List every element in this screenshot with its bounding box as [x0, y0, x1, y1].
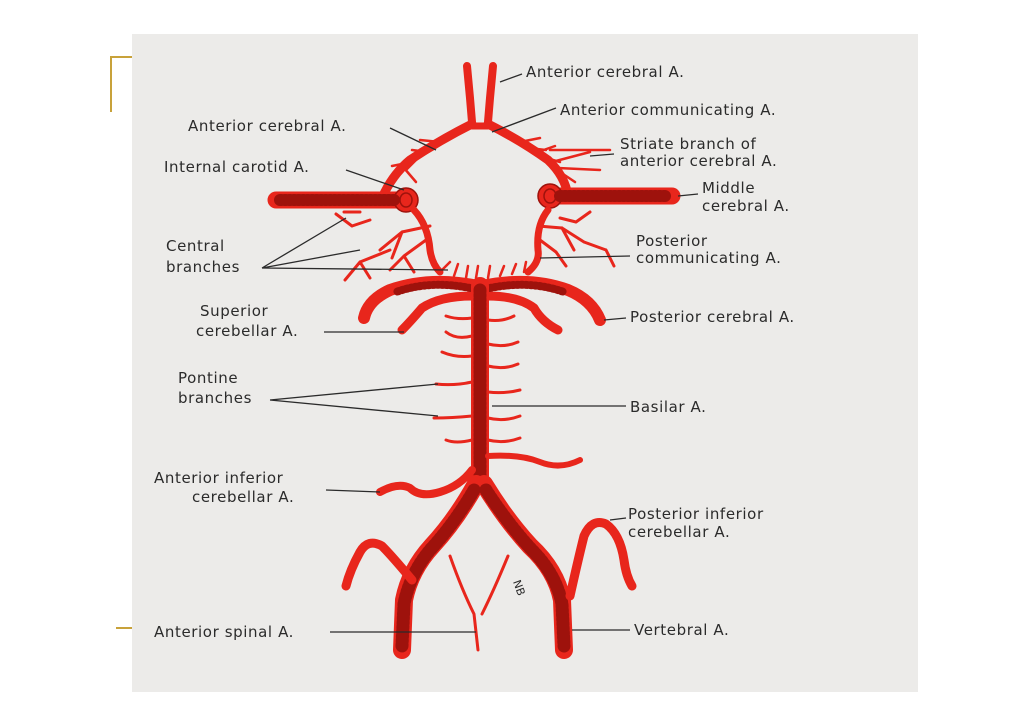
- label-superior-cerebellar-line2: cerebellar A.: [196, 322, 298, 340]
- labels: Anterior cerebral A. Anterior communicat…: [154, 63, 795, 641]
- label-striate-branch-line1: Striate branch of: [620, 135, 756, 153]
- label-superior-cerebellar-line1: Superior: [200, 302, 268, 320]
- pontine-branch-lower-right: [485, 452, 583, 469]
- label-posterior-cerebral: Posterior cerebral A.: [630, 308, 795, 326]
- leader-internal-carotid: [345, 169, 405, 191]
- leader-posterior-inferior-cerebellar: [609, 517, 627, 521]
- slide-accent-horizontal: [110, 56, 132, 58]
- slide-accent-vertical: [110, 56, 112, 112]
- label-pontine-branches-line1: Pontine: [178, 369, 238, 387]
- pontine-branches-left: [432, 314, 474, 444]
- striate-branches-right: [518, 136, 612, 184]
- vertebral-texture: [395, 483, 571, 653]
- label-anterior-cerebral-left: Anterior cerebral A.: [188, 117, 346, 135]
- leader-anterior-cerebral-top: [499, 73, 523, 83]
- label-striate-branch-line2: anterior cerebral A.: [620, 152, 777, 170]
- leader-posterior-cerebral: [603, 317, 627, 321]
- label-internal-carotid: Internal carotid A.: [164, 158, 310, 176]
- leader-pontine-branches: [269, 383, 439, 417]
- label-basilar: Basilar A.: [630, 398, 707, 416]
- label-anterior-cerebral-top: Anterior cerebral A.: [526, 63, 684, 81]
- label-anterior-inferior-cerebellar-line2: cerebellar A.: [192, 488, 294, 506]
- posterior-communicating-left: [410, 206, 444, 276]
- anterior-inferior-cerebellar-artery-left: [376, 466, 476, 499]
- posterior-inferior-cerebellar-artery-left: [341, 538, 417, 591]
- label-posterior-communicating-line1: Posterior: [636, 232, 708, 250]
- leader-posterior-communicating: [539, 255, 631, 259]
- label-posterior-inferior-cerebellar-line2: cerebellar A.: [628, 523, 730, 541]
- leader-lines: [261, 73, 699, 633]
- label-posterior-inferior-cerebellar-line1: Posterior inferior: [628, 505, 764, 523]
- posterior-circle-branches: [438, 260, 528, 280]
- anterior-spinal-artery: [448, 554, 510, 652]
- leader-striate-branch: [589, 153, 615, 157]
- label-anterior-inferior-cerebellar-line1: Anterior inferior: [154, 469, 284, 487]
- leader-central-branches: [261, 217, 449, 271]
- label-central-branches-line1: Central: [166, 237, 225, 255]
- anterior-cerebral-artery-left: [463, 62, 476, 126]
- striate-branches-left: [390, 138, 442, 184]
- label-pontine-branches-line2: branches: [178, 389, 252, 407]
- label-middle-cerebral-line1: Middle: [702, 179, 755, 197]
- posterior-inferior-cerebellar-artery-right: [565, 518, 637, 601]
- label-posterior-communicating-line2: communicating A.: [636, 249, 781, 267]
- arteries: NB: [267, 62, 681, 659]
- posterior-communicating-right: [524, 206, 552, 276]
- posterior-cerebral-texture: [392, 280, 568, 296]
- leader-anterior-inferior-cerebellar: [325, 489, 381, 493]
- superior-cerebellar-artery-right: [483, 291, 563, 335]
- central-branches-right: [536, 210, 616, 268]
- label-central-branches-line2: branches: [166, 258, 240, 276]
- leader-anterior-communicating: [491, 107, 557, 133]
- superior-cerebellar-artery-left: [397, 291, 477, 335]
- label-anterior-communicating: Anterior communicating A.: [560, 101, 776, 119]
- anterior-cerebral-artery-right: [484, 62, 497, 126]
- artist-initials: NB: [510, 578, 528, 597]
- leader-middle-cerebral: [677, 193, 699, 197]
- label-middle-cerebral-line2: cerebral A.: [702, 197, 790, 215]
- label-vertebral: Vertebral A.: [634, 621, 729, 639]
- anterior-cerebral-arch-right: [483, 119, 573, 201]
- slide-accent-bottom: [116, 627, 132, 629]
- leader-anterior-cerebral-left: [389, 127, 437, 151]
- label-anterior-spinal: Anterior spinal A.: [154, 623, 294, 641]
- central-branches-left: [334, 210, 432, 282]
